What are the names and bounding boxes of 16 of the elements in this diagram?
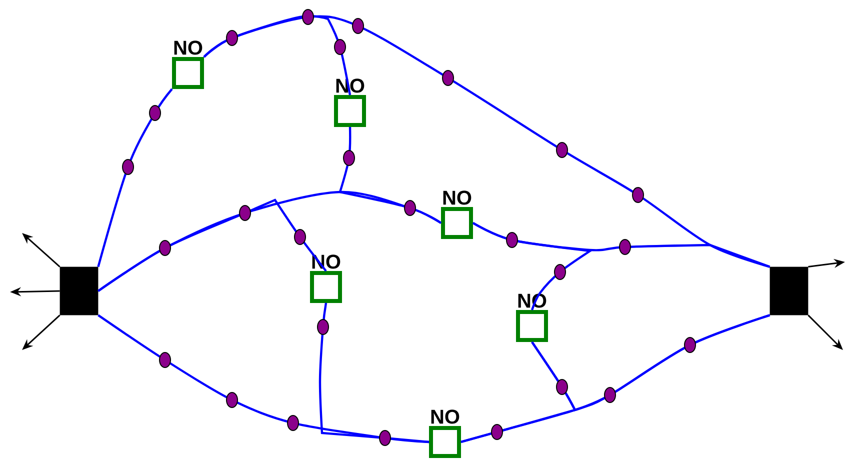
connector-line bbox=[203, 15, 352, 96]
node-label: NO bbox=[174, 40, 202, 55]
connector-line bbox=[203, 15, 770, 268]
terminal-square bbox=[770, 266, 808, 316]
terminal-square bbox=[60, 266, 98, 316]
checkpoint-box: NO bbox=[429, 410, 461, 458]
connector-line bbox=[97, 88, 173, 268]
connector-line bbox=[98, 314, 430, 444]
checkpoint-box: NO bbox=[441, 190, 473, 239]
connector-line bbox=[460, 314, 770, 444]
checkpoint-box: NO bbox=[172, 40, 204, 89]
connector-line bbox=[318, 302, 430, 444]
connector-line bbox=[472, 222, 592, 310]
connector-line bbox=[98, 198, 327, 292]
node-label: NO bbox=[431, 410, 460, 424]
node-label: NO bbox=[443, 190, 472, 205]
